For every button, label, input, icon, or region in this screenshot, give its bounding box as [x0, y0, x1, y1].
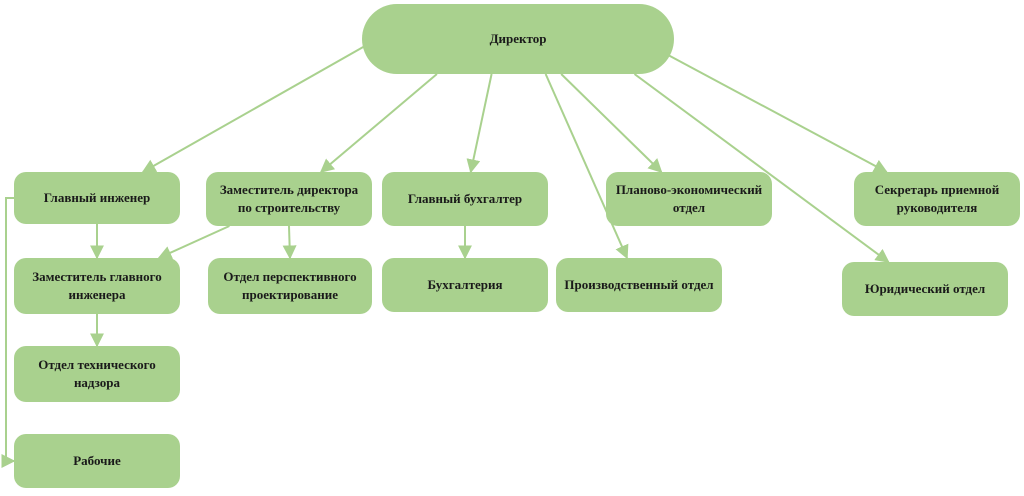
- connector-line: [157, 225, 230, 260]
- node-workers: Рабочие: [14, 434, 180, 488]
- node-label: Рабочие: [73, 453, 121, 469]
- node-label: Заместитель директора по строительству: [219, 182, 359, 215]
- node-label: Отдел технического надзора: [38, 357, 156, 390]
- node-deputy-chief-engineer: Заместитель главного инженера: [14, 258, 180, 314]
- connector-line: [141, 38, 378, 173]
- node-deputy-director-construction: Заместитель директора по строительству: [206, 172, 372, 226]
- node-chief-accountant: Главный бухгалтер: [382, 172, 548, 226]
- node-production-dept: Производственный отдел: [556, 258, 722, 312]
- connector-line: [560, 73, 663, 173]
- node-label: Производственный отдел: [564, 277, 714, 293]
- node-label: Бухгалтерия: [427, 277, 503, 293]
- connector-line: [1, 197, 16, 468]
- node-planning-economic-dept: Планово-экономический отдел: [606, 172, 772, 226]
- node-label: Заместитель главного инженера: [32, 269, 162, 302]
- node-director: Директор: [362, 4, 674, 74]
- node-legal-dept: Юридический отдел: [842, 262, 1008, 316]
- connector-line: [544, 73, 629, 260]
- node-label: Директор: [489, 31, 547, 47]
- node-label: Главный инженер: [43, 190, 151, 206]
- connector-line: [633, 73, 890, 263]
- node-accounting: Бухгалтерия: [382, 258, 548, 312]
- connector-line: [466, 73, 493, 174]
- node-chief-engineer: Главный инженер: [14, 172, 180, 224]
- node-prospective-design: Отдел перспективного проектирование: [208, 258, 372, 314]
- node-label: Отдел перспективного проектирование: [223, 269, 357, 302]
- node-label: Юридический отдел: [864, 281, 986, 297]
- node-reception-secretary: Секретарь приемной руководителя: [854, 172, 1020, 226]
- connector-line: [637, 38, 888, 173]
- node-label: Планово-экономический отдел: [615, 182, 763, 215]
- node-label: Секретарь приемной руководителя: [874, 182, 1000, 215]
- node-label: Главный бухгалтер: [407, 191, 523, 207]
- node-tech-supervision: Отдел технического надзора: [14, 346, 180, 402]
- connector-line: [282, 225, 297, 260]
- connector-line: [319, 73, 438, 173]
